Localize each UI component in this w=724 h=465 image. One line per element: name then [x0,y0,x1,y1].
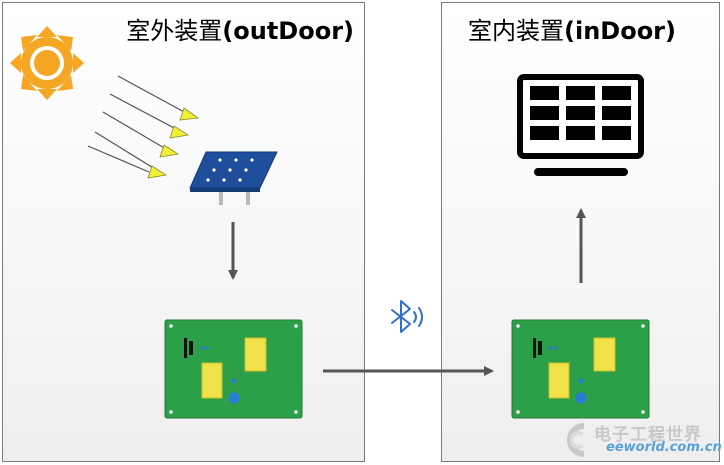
outdoor-title: 室外装置(outDoor) [126,11,354,46]
monitor-icon [517,74,644,176]
watermark-url: eeworld.com.cn [606,440,722,455]
pcb-board-icon [164,319,303,419]
watermark-logo-icon [567,423,585,457]
indoor-title-cn: 室内装置 [468,17,564,45]
indoor-title: 室内装置(inDoor) [468,11,676,46]
indoor-title-en: (inDoor) [564,17,676,45]
watermark: 电子工程世界 eeworld.com.cn [562,418,722,462]
bluetooth-icon [391,300,423,333]
watermark-brand: 电子工程世界 [594,425,702,445]
sun-rays [87,75,200,179]
outdoor-title-cn: 室外装置 [126,17,223,45]
pcb-board-icon-indoor [511,319,650,419]
sun-icon [10,26,84,100]
solar-panel-icon [189,151,278,205]
outdoor-title-en: (outDoor) [222,17,354,45]
